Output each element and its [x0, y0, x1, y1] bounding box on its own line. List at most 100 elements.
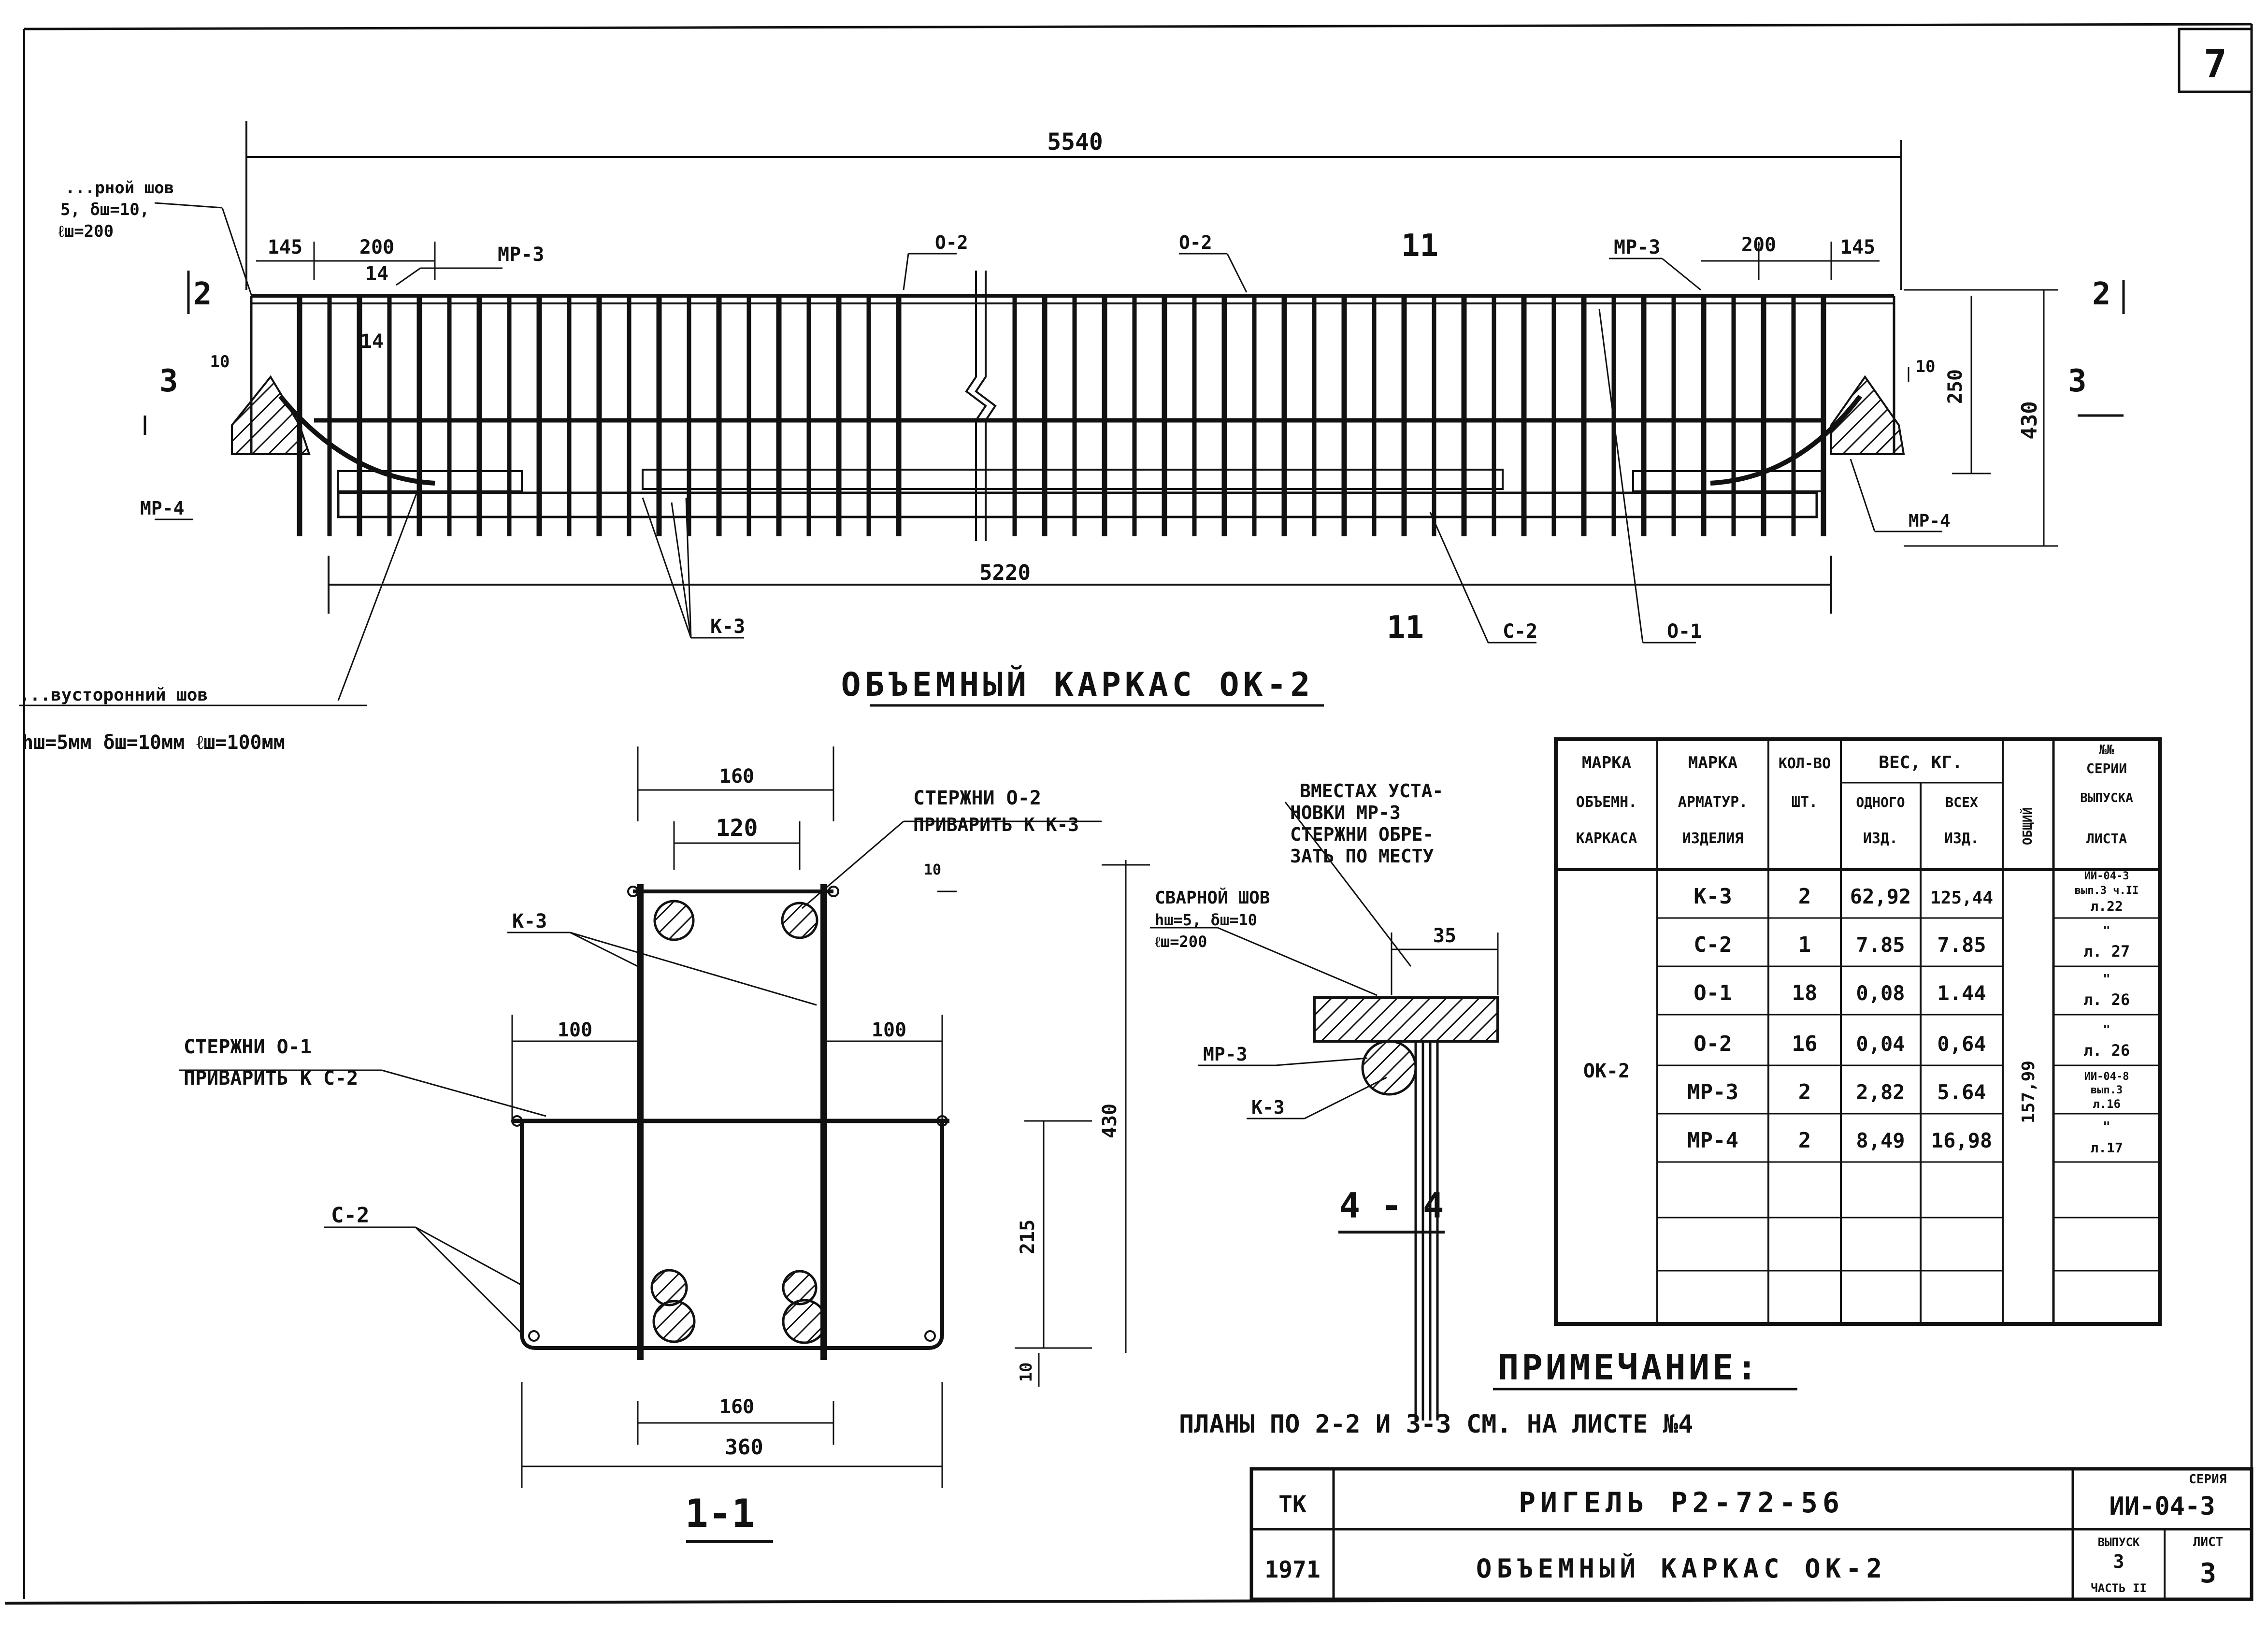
- row-one: 2,82: [1856, 1080, 1905, 1104]
- row-ref-1: ИИ-04-8: [2084, 1071, 2129, 1083]
- note-o1-line2: ПРИВАРИТЬ К С-2: [184, 1067, 358, 1090]
- row-ref-1: ": [2103, 1119, 2110, 1134]
- dim-14-top: 14: [365, 263, 388, 285]
- section-label-k3: К-3: [512, 910, 547, 933]
- section-frame: [512, 884, 949, 1360]
- cut-3-left: 3: [159, 363, 178, 399]
- stamp-part: ЧАСТЬ II: [2091, 1581, 2147, 1595]
- vertical-bars: [297, 296, 1826, 536]
- note-heading: ПРИМЕЧАНИЕ:: [1498, 1347, 1760, 1388]
- th-item-1: МАРКА: [1688, 753, 1737, 773]
- th-qty-2: ШТ.: [1792, 794, 1818, 811]
- section-4-4: ВМЕСТАХ УСТА- НОВКИ МР-3 СТЕРЖНИ ОБРЕ- З…: [1150, 780, 1499, 1420]
- label-o2-a: О-2: [935, 232, 968, 253]
- row-ref-2: л. 26: [2083, 1041, 2130, 1060]
- row-ref-1: ИИ-04-3: [2084, 870, 2129, 882]
- dim-10-left: 10: [210, 352, 230, 372]
- cut-3-right: 3: [2068, 363, 2087, 399]
- section-1-1: 160 120 10 100 100 430 215 10 160 360 К-…: [179, 746, 1150, 1543]
- dim-bottom-length: 5220: [979, 560, 1031, 585]
- dim-160-top: 160: [719, 765, 754, 788]
- th-qty-1: КОЛ-ВО: [1779, 755, 1831, 772]
- table-row: К-3 2 62,92 125,44 ИИ-04-3 вып.3 ч.II л.…: [1694, 870, 2139, 914]
- stamp-series: ИИ-04-3: [2109, 1492, 2215, 1521]
- th-weight: ВЕС, КГ.: [1879, 753, 1962, 773]
- label44-k3: К-3: [1251, 1097, 1285, 1118]
- label-o1: О-1: [1667, 620, 1702, 643]
- th-series-3: ВЫПУСКА: [2080, 791, 2133, 805]
- dim-160-bottom: 160: [719, 1396, 754, 1418]
- th-mark-2: ОБЪЕМН.: [1576, 794, 1637, 811]
- dim-10-right: 10: [1916, 357, 1936, 376]
- stamp-year: 1971: [1264, 1556, 1321, 1583]
- row-qty: 1: [1798, 933, 1811, 957]
- row-all: 125,44: [1930, 888, 1993, 908]
- row-ref-2: л.17: [2090, 1140, 2123, 1156]
- row-ref-1: ": [2103, 924, 2110, 938]
- section-dimensions: [511, 746, 1150, 1488]
- frame-mark: ОК-2: [1583, 1060, 1630, 1082]
- row-ref-2: вып.3 ч.II: [2075, 885, 2139, 897]
- dim-430: 430: [1099, 1104, 1121, 1138]
- stamp-series-label: СЕРИЯ: [2189, 1472, 2226, 1487]
- label-o2-b: О-2: [1179, 232, 1212, 253]
- elevation-view: 5540 145 200 14 14 200 145: [19, 121, 2125, 754]
- row-item: К-3: [1694, 884, 1732, 909]
- row-all: 7.85: [1937, 933, 1986, 957]
- table-row: МР-4 2 8,49 16,98 " л.17: [1687, 1119, 2123, 1156]
- table-row: О-1 18 0,08 1.44 " л. 26: [1694, 972, 2130, 1009]
- label-mp3-left: МР-3: [498, 244, 544, 266]
- label-c2: С-2: [1503, 620, 1537, 643]
- label-mp4-right: МР-4: [1909, 511, 1951, 531]
- row-ref-1: ": [2103, 972, 2110, 987]
- cut-2-left: 2: [193, 276, 212, 312]
- stamp-sheet: 3: [2200, 1558, 2216, 1589]
- dim-430-right: 430: [2017, 401, 2042, 439]
- th-series-4: ЛИСТА: [2086, 831, 2127, 847]
- row-item: С-2: [1694, 933, 1732, 957]
- row-all: 5.64: [1937, 1080, 1986, 1104]
- weld-note-top-2: 5, δш=10,: [60, 200, 149, 219]
- row-qty: 2: [1798, 884, 1811, 909]
- row-one: 0,04: [1856, 1032, 1905, 1056]
- cut-11-bottom: 11: [1387, 610, 1424, 646]
- label-mp4-left: МР-4: [140, 498, 185, 519]
- elevation-title: ОБЪЕМНЫЙ КАРКАС ОК-2: [841, 665, 1314, 704]
- spec-table: МАРКА ОБЪЕМН. КАРКАСА МАРКА АРМАТУР. ИЗД…: [1554, 737, 2162, 1326]
- th-series-2: СЕРИИ: [2086, 760, 2127, 776]
- weld-note-top-3: ℓш=200: [58, 222, 114, 241]
- th-all-1: ВСЕХ: [1945, 794, 1978, 810]
- label44-mp3: МР-3: [1203, 1044, 1248, 1065]
- note44-line2: НОВКИ МР-3: [1290, 802, 1401, 823]
- stamp-tk: ТК: [1278, 1491, 1306, 1518]
- cut-2-right: 2: [2092, 276, 2111, 312]
- plate-mp3: [1313, 996, 1499, 1043]
- title-block-grid: [1249, 1467, 2254, 1601]
- dim-250-right: 250: [1944, 369, 1967, 404]
- row-item: МР-3: [1687, 1080, 1738, 1105]
- note-o1-line1: СТЕРЖНИ О-1: [184, 1036, 312, 1058]
- dim-total-length: 5540: [1047, 129, 1103, 156]
- note-block: ПРИМЕЧАНИЕ: ПЛАНЫ ПО 2-2 И 3-3 СМ. НА ЛИ…: [1179, 1347, 1797, 1439]
- label-k3: К-3: [710, 616, 745, 638]
- row-all: 16,98: [1931, 1129, 1992, 1152]
- row-ref-1: ": [2103, 1023, 2110, 1037]
- weld-note-bottom-2: hш=5мм δш=10мм ℓш=100мм: [22, 732, 285, 754]
- weld44-line1: СВАРНОЙ ШОВ: [1155, 888, 1270, 908]
- rebar-circle-44: [1361, 1040, 1417, 1096]
- section-title-1-1: 1-1: [685, 1491, 755, 1536]
- row-one: 8,49: [1856, 1129, 1905, 1152]
- row-qty: 16: [1792, 1032, 1818, 1056]
- row-ref-2: л. 26: [2083, 990, 2130, 1009]
- th-mark-3: КАРКАСА: [1576, 830, 1637, 847]
- th-one-2: ИЗД.: [1863, 830, 1898, 847]
- note-o2-line2: ПРИВАРИТЬ К К-3: [913, 814, 1079, 835]
- dim-145-left: 145: [268, 236, 302, 258]
- dim-215: 215: [1017, 1220, 1039, 1254]
- row-one: 62,92: [1850, 885, 1911, 908]
- stamp-sheet-label: ЛИСТ: [2193, 1535, 2224, 1550]
- sheet-number: 7: [2204, 42, 2227, 86]
- section44-leaders: [1150, 802, 1499, 1119]
- dim-35: 35: [1433, 925, 1456, 947]
